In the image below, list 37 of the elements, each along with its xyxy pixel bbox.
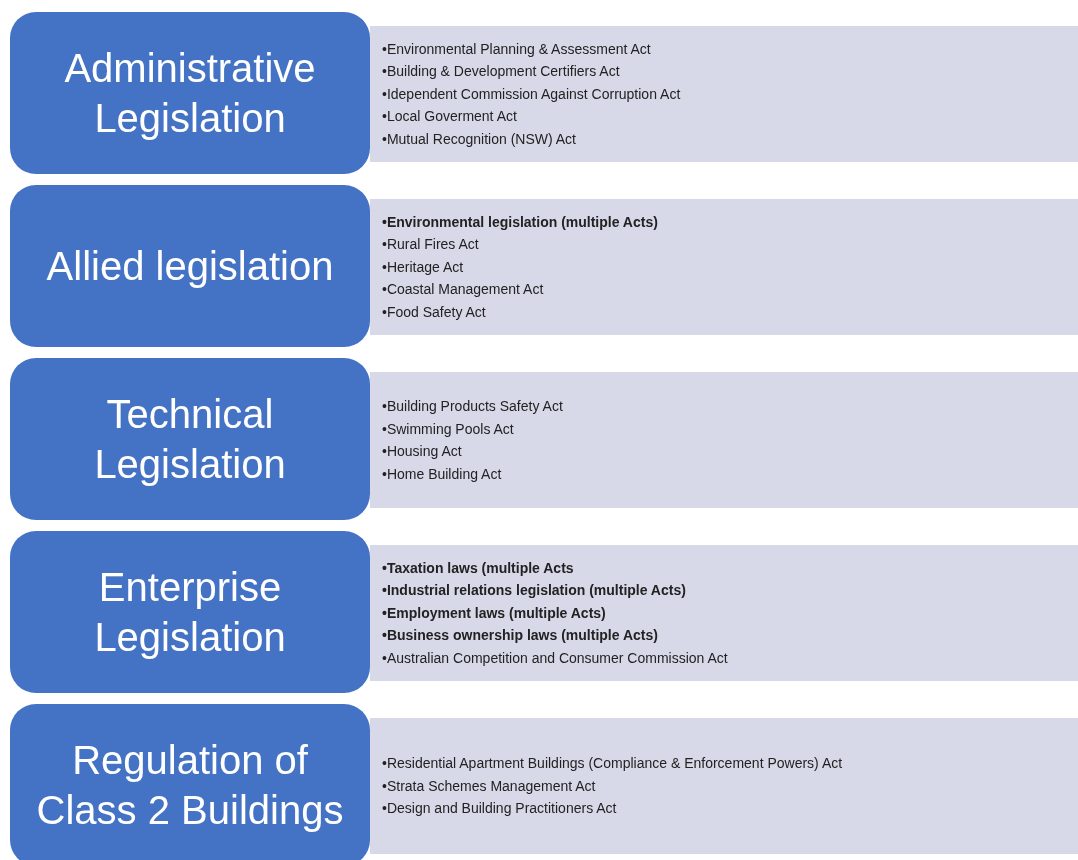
list-item: •Home Building Act [382, 464, 502, 484]
category-title: Enterprise Legislation [93, 564, 287, 661]
category-title: Allied legislation [46, 243, 334, 290]
list-item: •Rural Fires Act [382, 235, 479, 255]
list-item: •Building Products Safety Act [382, 397, 563, 416]
category-title: Technical Legislation [93, 391, 287, 488]
list-item: •Strata Schemes Management Act [382, 776, 596, 796]
list-item: •Local Goverment Act [382, 107, 517, 127]
list-item: •Residential Apartment Buildings (Compliance & Enforcement Powers) Act [382, 754, 843, 774]
list-item: •Food Safety Act [382, 302, 486, 322]
list-item: •Design and Building Practitioners Act [382, 799, 617, 819]
category-box [10, 531, 370, 693]
category-box [10, 704, 370, 860]
list-item: •Environmental legislation (multiple Acts) [382, 212, 658, 232]
list-item: •Building & Development Certifiers Act [382, 62, 620, 82]
list-item: •Business ownership laws (multiple Acts) [382, 626, 658, 646]
list-item: •Housing Act [382, 442, 462, 461]
list-panel [370, 372, 1078, 508]
list-item: •Swimming Pools Act [382, 419, 514, 439]
list-panel [370, 545, 1078, 681]
list-panel [370, 199, 1078, 335]
list-panel [370, 26, 1078, 162]
list-item: •Employment laws (multiple Acts) [382, 603, 606, 623]
list-item: •Industrial relations legislation (multiple Acts) [382, 581, 686, 601]
category-box [10, 12, 370, 174]
list-item: •Australian Competition and Consumer Commission Act [382, 648, 728, 668]
category-title: Regulation of Class 2 Buildings [35, 737, 345, 834]
list-item: •Mutual Recognition (NSW) Act [382, 129, 576, 149]
list-item: •Idependent Commission Against Corruption Act [382, 84, 681, 104]
category-title: Administrative Legislation [63, 45, 317, 142]
list-panel [370, 718, 1078, 854]
list-item: •Heritage Act [382, 257, 464, 277]
list-item: •Taxation laws (multiple Acts [382, 558, 574, 578]
category-box [10, 358, 370, 520]
list-item: •Environmental Planning & Assessment Act [382, 39, 651, 59]
list-item: •Coastal Management Act [382, 280, 544, 300]
category-box [10, 185, 370, 347]
